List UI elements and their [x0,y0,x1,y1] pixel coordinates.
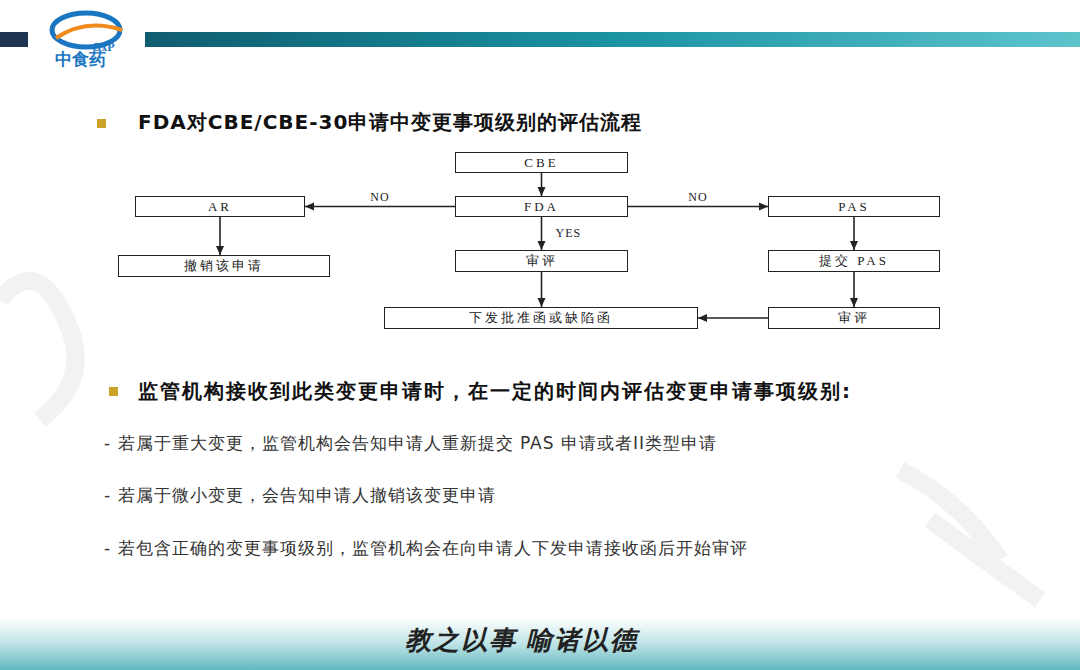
flow-arrow [541,173,543,196]
footer-motto: 教之以事 喻诸以德 [405,623,638,658]
bullet-square [97,119,106,128]
bullet-item: - 若包含正确的变更事项级别，监管机构会在向申请人下发申请接收函后开始审评 [104,537,748,560]
box-label: FDA [524,199,559,215]
logo-text: 中食药 [55,48,106,71]
flow-arrow [698,317,768,319]
flow-arrow [853,217,855,250]
edge-label: NO [686,191,709,204]
process-box: 审评 [768,307,940,329]
process-box: AR [135,196,305,217]
process-box: PAS [768,196,940,217]
slide-title: FDA对CBE/CBE-30申请中变更事项级别的评估流程 [138,109,642,136]
edge-label: NO [368,191,391,204]
box-label: 提交 PAS [819,252,889,270]
process-box: FDA [455,196,628,217]
flow-arrow [541,217,543,250]
process-box: 审评 [455,250,628,272]
box-label: 审评 [838,309,870,327]
box-label: 撤销该申请 [184,257,264,275]
edge-label: YES [554,227,584,240]
flow-arrow [853,272,855,307]
box-label: CBE [524,155,558,171]
flow-arrow [305,206,455,208]
box-label: 下发批准函或缺陷函 [469,309,613,327]
header-bar [145,32,1080,47]
bullet-square [109,387,118,396]
logo-arc [56,26,122,39]
flow-arrow [628,206,768,208]
header-block [0,32,28,47]
bullet-item: - 若属于微小变更，会告知申请人撤销该变更申请 [104,484,496,507]
process-box: 撤销该申请 [118,255,330,277]
bullet-heading: 监管机构接收到此类变更申请时，在一定的时间内评估变更申请事项级别: [138,378,852,405]
watermark-stroke [0,281,76,420]
process-box: 下发批准函或缺陷函 [384,307,698,329]
footer-band [0,618,1080,670]
watermark-stroke [900,470,1040,600]
bullet-item: - 若属于重大变更，监管机构会告知申请人重新提交 PAS 申请或者II类型申请 [104,432,717,455]
box-label: AR [208,199,232,215]
box-label: 审评 [526,252,558,270]
process-box: 提交 PAS [768,250,940,272]
box-label: PAS [838,199,870,215]
flow-arrow [219,217,221,255]
flow-arrow [541,272,543,307]
process-box: CBE [455,152,628,173]
